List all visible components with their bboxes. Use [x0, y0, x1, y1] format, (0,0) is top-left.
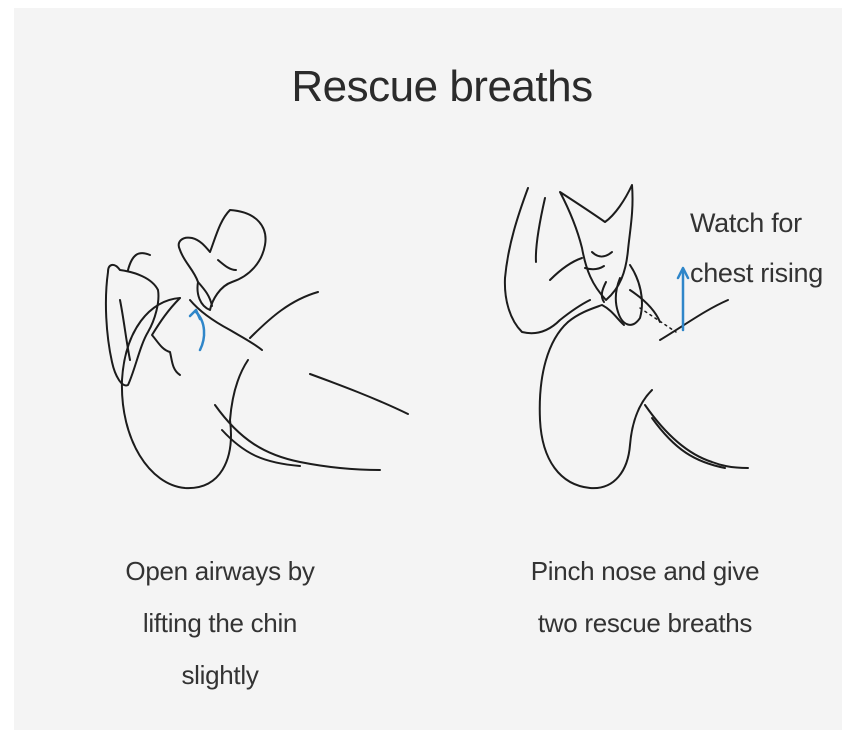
rescuer-hand-chin: [179, 210, 266, 310]
step-caption-rescue-breaths: Pinch nose and give two rescue breaths: [500, 545, 790, 649]
caption-line: two rescue breaths: [500, 597, 790, 649]
patient-shoulder-right: [660, 300, 728, 340]
patient-neck: [190, 300, 262, 350]
head-tilt-illustration: [106, 210, 408, 488]
annotation-line: Watch for: [690, 198, 830, 248]
patient-head-right: [540, 322, 652, 488]
rescuer-head: [560, 185, 633, 300]
patient-shoulder: [250, 292, 318, 338]
rescuer-hand-forehead: [106, 265, 159, 386]
step-caption-chin-lift: Open airways by lifting the chin slightl…: [100, 545, 340, 701]
caption-line: lifting the chin: [100, 597, 340, 649]
patient-head: [122, 298, 248, 488]
caption-line: slightly: [100, 649, 340, 701]
annotation-line: chest rising: [690, 248, 830, 298]
chest-rise-annotation: Watch for chest rising: [690, 198, 830, 298]
patient-back: [215, 405, 380, 470]
caption-line: Pinch nose and give: [500, 545, 790, 597]
patient-torso: [310, 374, 408, 414]
caption-line: Open airways by: [100, 545, 340, 597]
